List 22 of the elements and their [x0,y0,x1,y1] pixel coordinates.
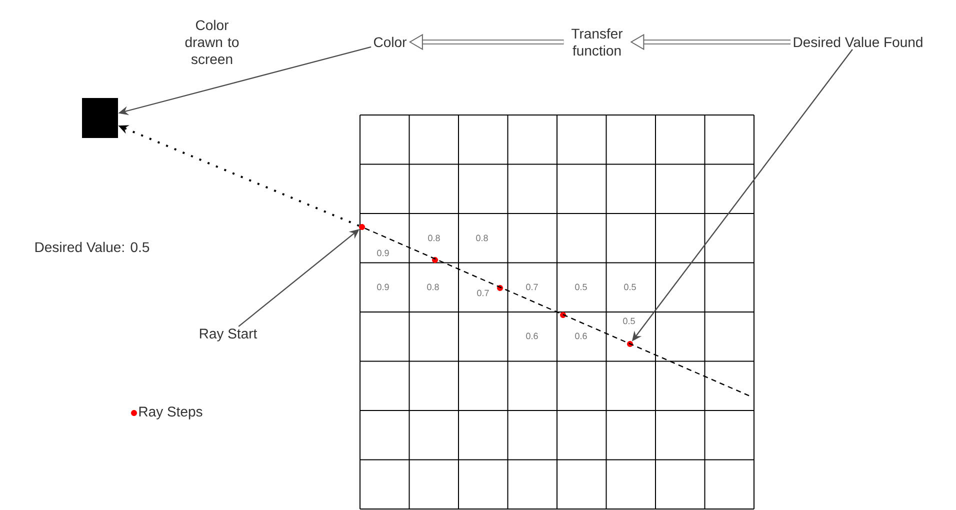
legend-text: Ray Steps [139,406,202,420]
cell-value: 0.5 [575,284,587,290]
cell-value: 0.7 [526,284,538,290]
caption-text: Color drawn to screen [185,20,239,64]
cell-value: 0.6 [526,332,538,340]
text-label: Desired Value Found [794,36,922,48]
cell-value: 0.9 [377,284,389,290]
cell-value: 0.8 [427,284,439,290]
text-label: Color [374,36,406,48]
cell-value: 0.5 [623,318,635,324]
text-label: Transfer function [572,28,623,56]
screen-square [82,98,118,138]
cell-value: 0.5 [624,284,636,290]
ray-point [359,224,365,230]
cell-value: 0.8 [476,234,488,242]
text-label: Ray Start [200,328,258,342]
note: Desired Value: 0.5 [35,242,150,252]
cell-value: 0.9 [377,250,389,256]
cell-value: 0.7 [477,290,489,296]
ray-point [627,341,633,347]
cell-value: 0.6 [575,332,587,340]
cell-value: 0.8 [428,234,440,242]
